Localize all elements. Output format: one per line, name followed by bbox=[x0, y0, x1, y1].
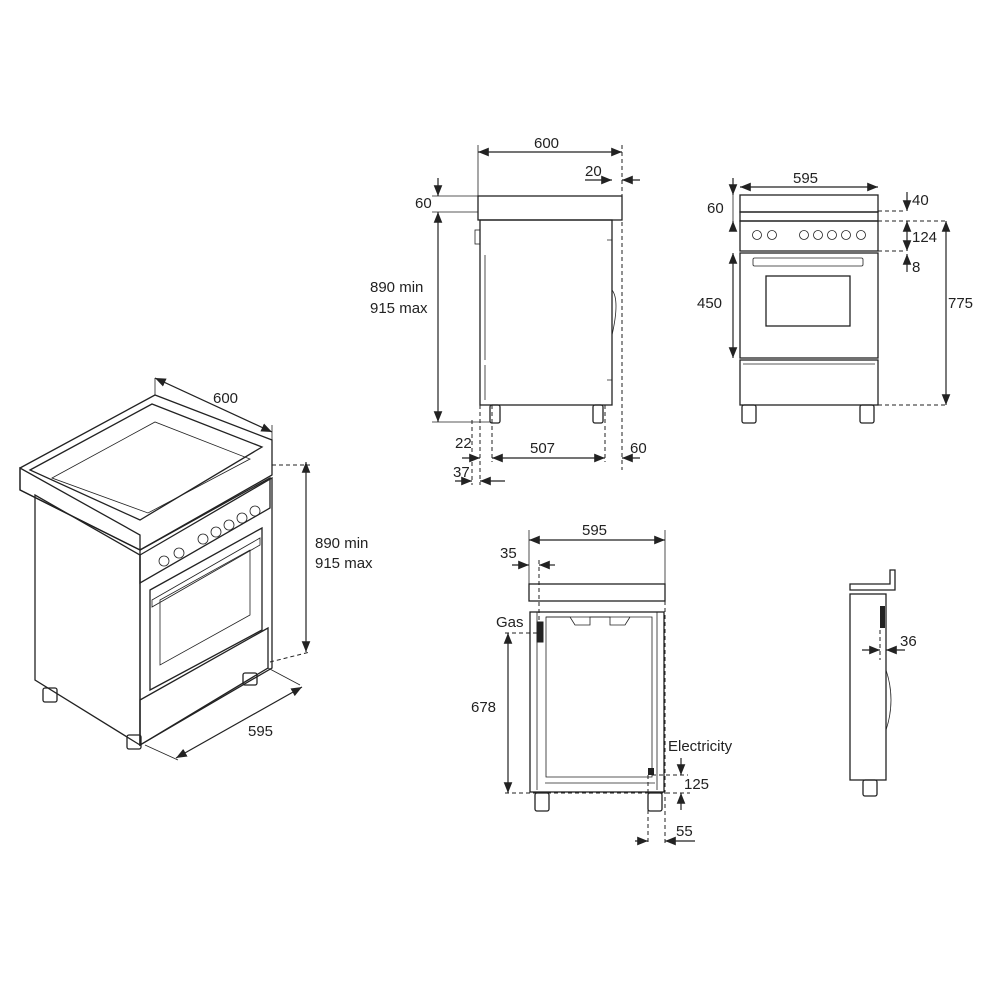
small-side-view: 36 bbox=[849, 569, 917, 797]
front-width-label: 595 bbox=[793, 170, 818, 187]
side-rear-leg-label: 60 bbox=[630, 440, 647, 457]
side-leg-span-label: 507 bbox=[530, 440, 555, 457]
control-knobs bbox=[158, 505, 261, 567]
side-height-max-label: 915 max bbox=[370, 300, 428, 317]
side-view: 600 20 60 890 min 915 max 22 507 60 37 bbox=[370, 135, 647, 486]
front-knobs bbox=[752, 230, 866, 240]
perspective-width-label: 600 bbox=[213, 390, 238, 407]
rear-electricity-offset-label: 55 bbox=[676, 823, 693, 840]
rear-view: 595 35 Gas 678 Electricity 125 55 bbox=[471, 522, 733, 846]
rear-gas-height-label: 678 bbox=[471, 699, 496, 716]
front-upstand-label: 40 bbox=[912, 192, 929, 209]
side-depth-label: 600 bbox=[534, 135, 559, 152]
front-view: 595 60 40 124 8 775 450 bbox=[697, 170, 973, 424]
front-top-height-label: 60 bbox=[707, 200, 724, 217]
rear-gas-offset-label: 35 bbox=[500, 545, 517, 562]
perspective-depth-label: 595 bbox=[248, 723, 273, 740]
side-front-offset-label: 22 bbox=[455, 435, 472, 452]
perspective-view: 600 890 min 915 max 595 bbox=[19, 377, 373, 761]
perspective-height-min-label: 890 min bbox=[315, 535, 368, 552]
electricity-label: Electricity bbox=[668, 738, 733, 755]
side-front-leg-label: 37 bbox=[453, 464, 470, 481]
front-worktop-height-label: 775 bbox=[948, 295, 973, 312]
front-oven-height-label: 450 bbox=[697, 295, 722, 312]
rear-width-label: 595 bbox=[582, 522, 607, 539]
side-top-height-label: 60 bbox=[415, 195, 432, 212]
rear-electricity-height-label: 125 bbox=[684, 776, 709, 793]
gas-label: Gas bbox=[496, 614, 524, 631]
perspective-height-max-label: 915 max bbox=[315, 555, 373, 572]
side-rear-offset-label: 20 bbox=[585, 163, 602, 180]
front-control-panel-label: 124 bbox=[912, 229, 937, 246]
small-side-depth-label: 36 bbox=[900, 633, 917, 650]
side-height-min-label: 890 min bbox=[370, 279, 423, 296]
front-gap-label: 8 bbox=[912, 259, 920, 276]
